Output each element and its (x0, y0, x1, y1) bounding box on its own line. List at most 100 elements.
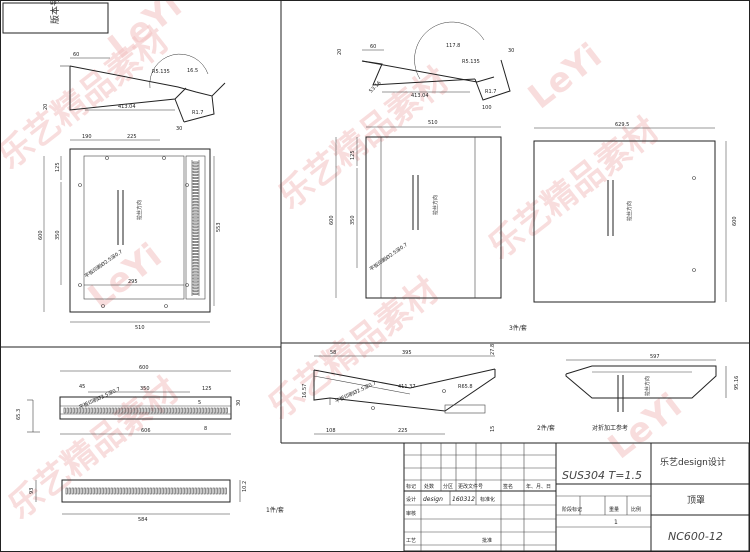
top-left-front-view: 190 225 125 600 350 553 295 510 拉丝方向 平板印… (38, 134, 222, 331)
dim-600: 600 (38, 230, 44, 240)
corner-tag: 版本号 (49, 0, 61, 24)
vent-slot (192, 247, 199, 249)
dim-553: 553 (216, 222, 222, 232)
vent-slot (164, 487, 167, 495)
dim-295: 295 (128, 279, 138, 285)
bottom-left-quantity-note: 1件/套 (266, 506, 284, 514)
vent-slot (192, 189, 199, 191)
vent-slot (192, 234, 199, 237)
dim-30: 30 (508, 48, 514, 54)
dim-20: 20 (337, 49, 343, 55)
dim-30: 30 (236, 400, 242, 406)
vent-slot (180, 407, 183, 414)
vent-slot (165, 407, 168, 414)
dim-125: 125 (55, 162, 61, 172)
dim-1657: 16.57 (302, 384, 308, 398)
vent-slot (221, 487, 224, 495)
dim-8: 8 (204, 426, 207, 432)
vent-slot (134, 487, 137, 495)
vent-slot (81, 407, 84, 414)
vent-slot (192, 186, 199, 188)
vent-slot (210, 407, 213, 414)
vent-slot (192, 244, 199, 246)
dim-600: 600 (732, 216, 738, 226)
vent-slot (194, 487, 197, 495)
vent-slot (96, 407, 99, 414)
vent-slot (78, 407, 81, 414)
vent-slot (122, 487, 125, 495)
vent-slot (192, 286, 199, 289)
vent-slot (225, 407, 228, 414)
vent-slot (99, 407, 102, 414)
dim-125: 125 (202, 386, 212, 392)
vent-slot (120, 407, 123, 414)
vent-slot (168, 407, 171, 414)
vent-slot (215, 487, 218, 495)
dim-1178: 117.8 (446, 43, 460, 49)
vent-slot (108, 407, 111, 414)
vent-slot (86, 487, 89, 495)
vent-slot (192, 231, 199, 234)
vent-slot (192, 241, 199, 243)
vent-slot (186, 407, 189, 414)
vent-slot (203, 487, 206, 495)
dim-278: 27.8 (490, 344, 496, 355)
dim-53: 53.16 (368, 80, 382, 94)
dim-413: 413.04 (411, 93, 429, 99)
dim-350: 350 (55, 230, 61, 240)
bottom-middle-quantity-note: 2件/套 (537, 424, 555, 432)
vent-slot (192, 170, 199, 173)
vent-slot (192, 204, 199, 207)
tb-review-label: 审核 (406, 510, 416, 517)
tb-designer: design (423, 496, 443, 503)
watermark-2: 乐艺精品素材 (0, 20, 176, 177)
vent-slot (198, 407, 201, 414)
dim-15: 15 (490, 426, 496, 432)
vent-slot (192, 161, 199, 164)
grain-direction-label: 拉丝方向 (644, 376, 651, 396)
dim-225: 225 (398, 428, 408, 434)
vent-slot (68, 487, 71, 495)
dim-100: 100 (482, 105, 492, 111)
vent-slot (84, 407, 87, 414)
vent-slot (156, 407, 159, 414)
vent-slot (159, 407, 162, 414)
vent-slot (114, 407, 117, 414)
fold-note: 对折加工参考 (592, 424, 628, 432)
vent-slot (192, 289, 199, 292)
vent-slot (192, 268, 199, 271)
vent-slot (117, 407, 120, 414)
vent-slot (192, 173, 199, 176)
vent-slot (192, 195, 199, 198)
vent-slot (192, 292, 199, 295)
dim-600: 600 (139, 365, 149, 371)
vent-slot (140, 487, 143, 495)
tb-weight-label: 重量 (609, 506, 619, 513)
dim-584: 584 (138, 517, 148, 523)
vent-slot (192, 280, 199, 283)
vent-slot (216, 407, 219, 414)
vent-slot (92, 487, 95, 495)
tb-change-doc: 更改文件号 (458, 483, 483, 490)
vent-slot (201, 407, 204, 414)
vent-slot (167, 487, 170, 495)
vent-slot (110, 487, 113, 495)
vent-slot (192, 259, 199, 262)
vent-slot (192, 277, 199, 280)
watermark-9: 乐艺精品素材 (1, 370, 186, 527)
dim-125: 125 (350, 150, 356, 160)
vent-slot (192, 274, 199, 277)
tb-design-label: 设计 (406, 496, 416, 503)
vent-slot (192, 183, 199, 185)
vent-slot (126, 407, 129, 414)
vent-slot (171, 407, 174, 414)
vent-slot (192, 271, 199, 274)
tb-part-name: 顶罩 (687, 495, 705, 506)
vent-slot (135, 407, 138, 414)
grain-direction-label: 拉丝方向 (432, 195, 439, 215)
tb-drawing-number: NC600-12 (668, 530, 723, 543)
dim-606: 606 (141, 428, 151, 434)
dim-350: 350 (350, 215, 356, 225)
dim-9516: 95.16 (734, 376, 740, 390)
vent-slot (192, 213, 199, 216)
